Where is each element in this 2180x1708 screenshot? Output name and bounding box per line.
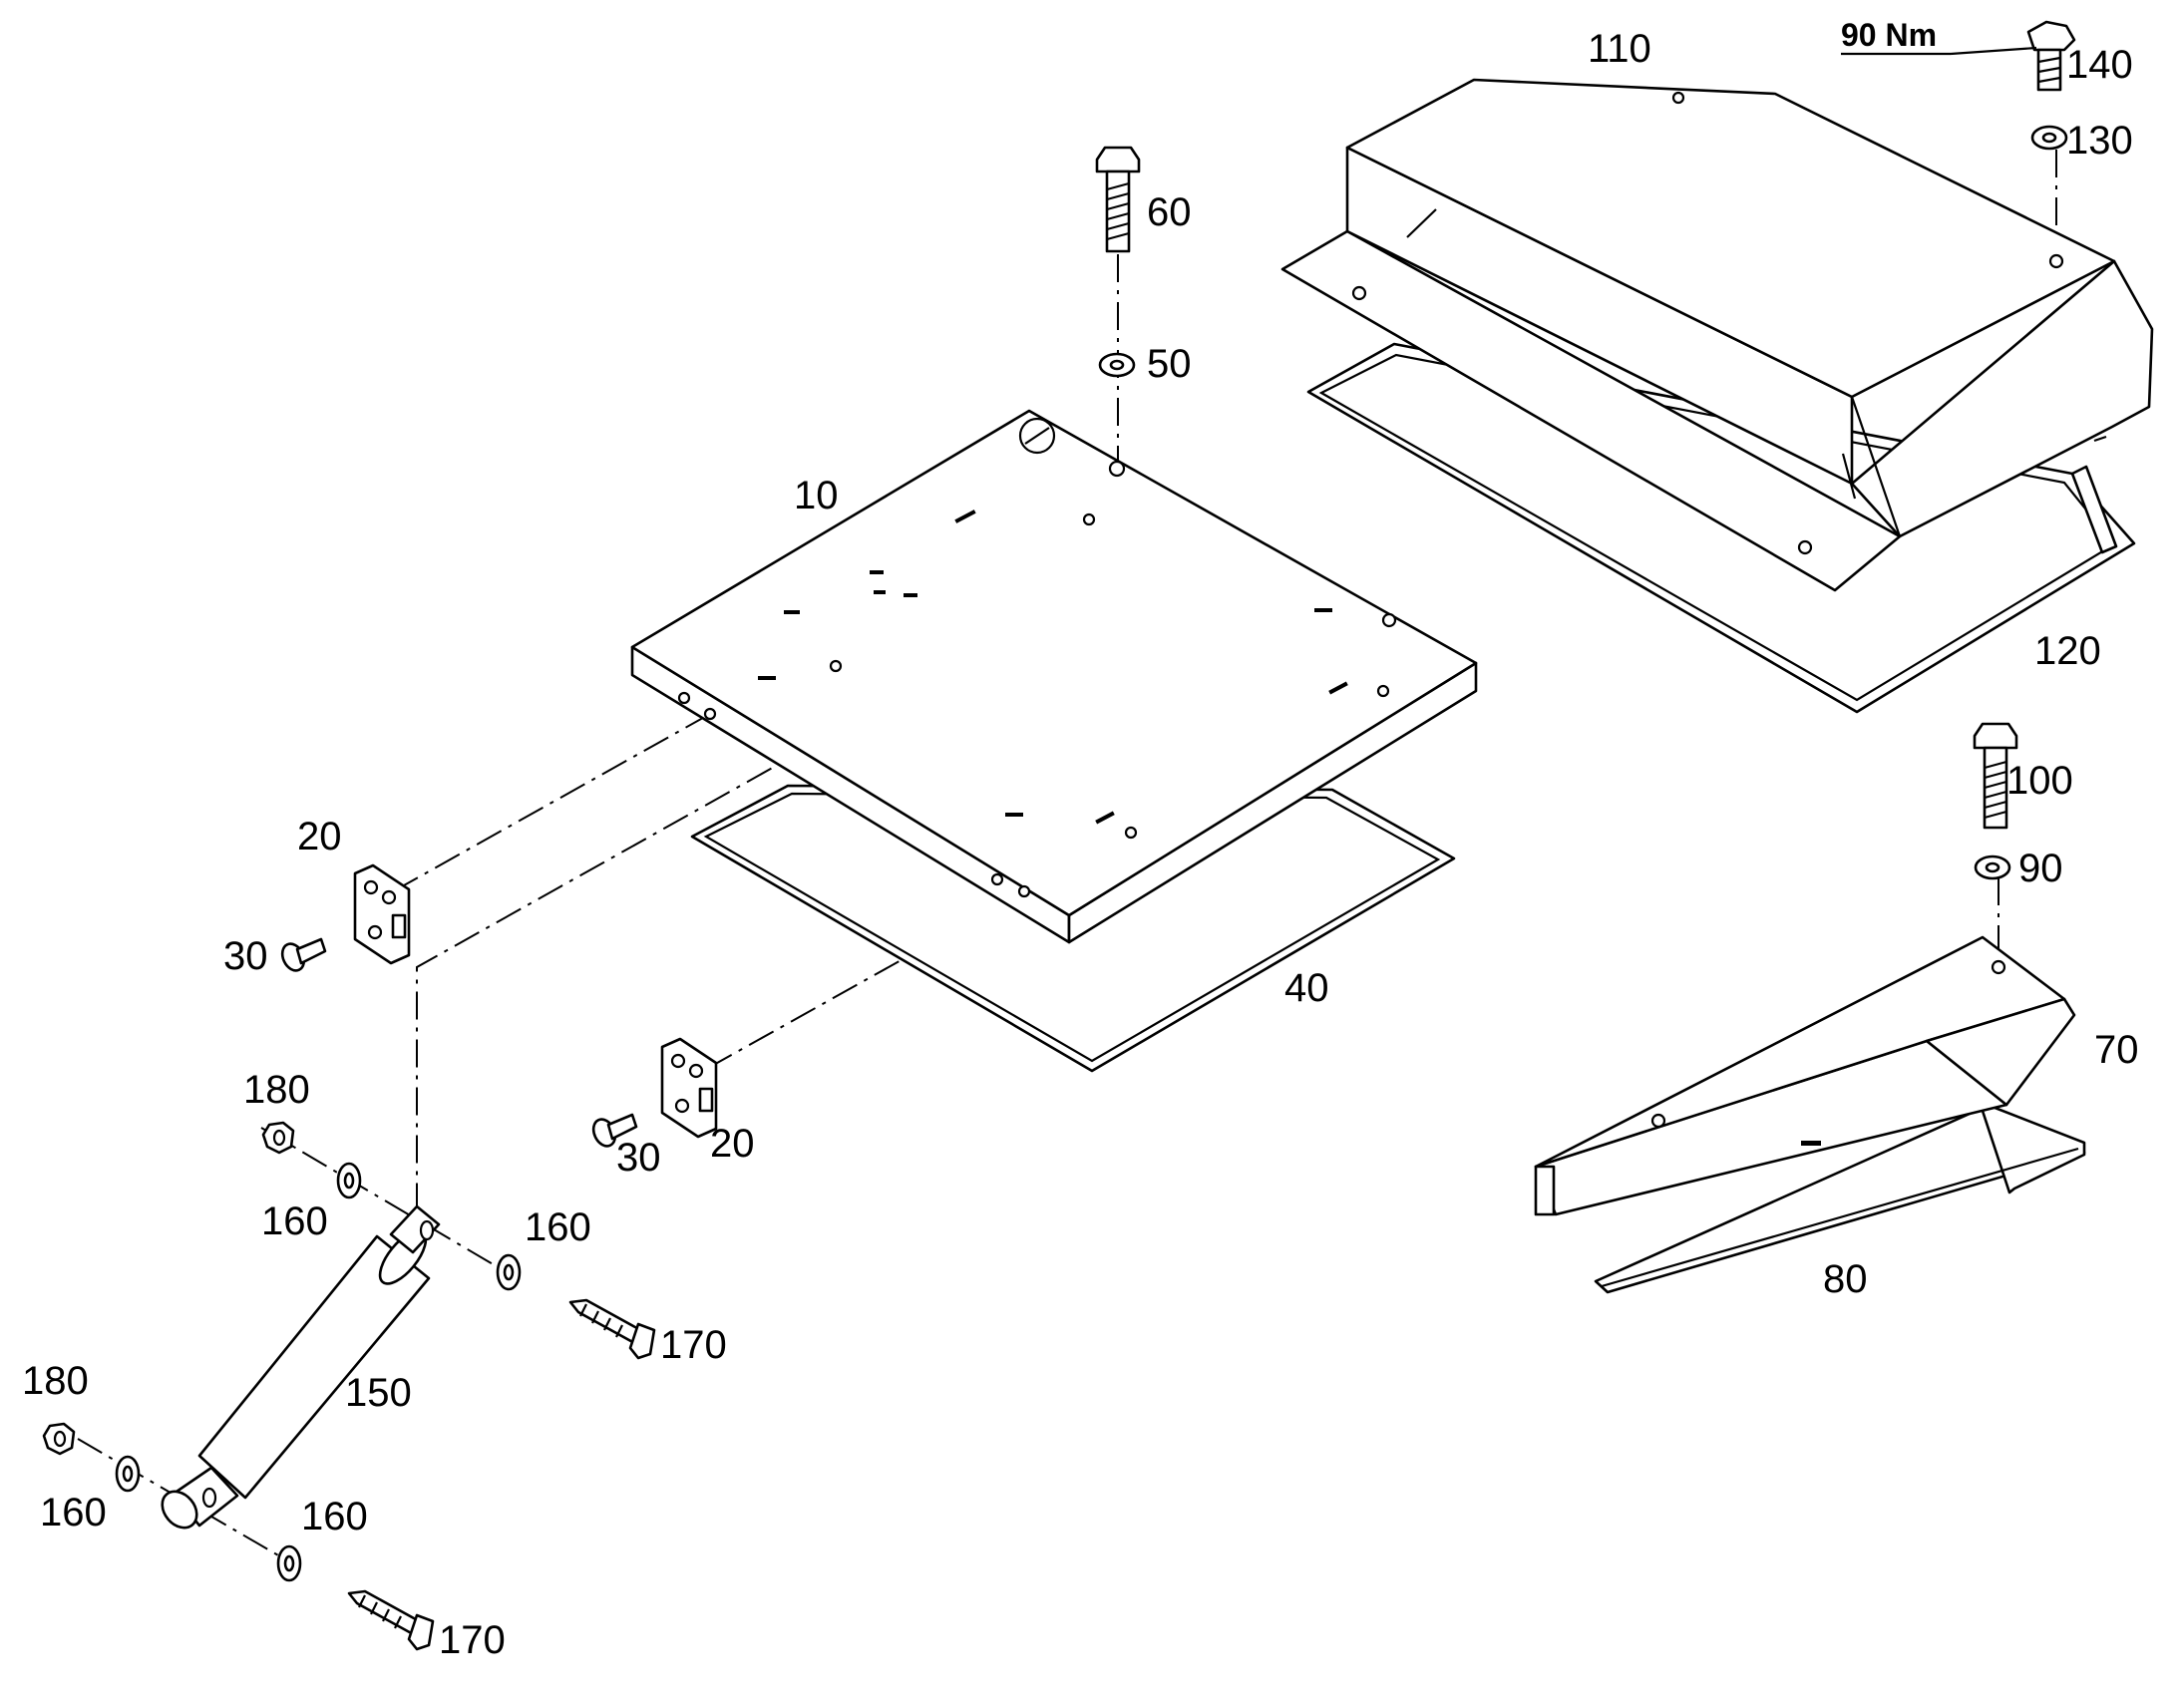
bolt-170-lower [347, 1589, 435, 1651]
label-60: 60 [1147, 190, 1192, 234]
washer-160-c [115, 1455, 141, 1493]
torque-label: 90 Nm [1841, 17, 1937, 53]
hinge-20-upper [353, 863, 411, 965]
label-30-upper: 30 [223, 934, 268, 978]
nut-180-upper [261, 1121, 295, 1155]
torque-note: 90 Nm [1841, 17, 2037, 56]
nut-180-lower [42, 1422, 76, 1456]
bolt-100 [1973, 722, 2018, 830]
base-plate-10 [630, 409, 1478, 944]
label-90: 90 [2018, 847, 2063, 890]
washer-160-a [336, 1162, 362, 1199]
label-80: 80 [1823, 1257, 1868, 1301]
label-160-a: 160 [261, 1199, 328, 1243]
label-150: 150 [345, 1371, 412, 1415]
label-160-b: 160 [525, 1205, 591, 1249]
label-170-upper: 170 [660, 1323, 727, 1367]
washer-160-d [276, 1544, 302, 1582]
bolt-60 [1095, 146, 1141, 253]
washer-160-b [496, 1253, 522, 1291]
washer-50 [1098, 352, 1136, 378]
label-30-lower: 30 [616, 1136, 661, 1180]
label-120: 120 [2034, 629, 2101, 673]
label-160-c: 160 [40, 1491, 107, 1535]
wedge-cover-70 [1534, 935, 2076, 1216]
label-40: 40 [1284, 966, 1329, 1010]
label-110: 110 [1588, 27, 1651, 71]
washer-130 [2030, 125, 2068, 151]
hinge-20-lower [660, 1037, 718, 1139]
washer-90 [1974, 854, 2011, 880]
cover-hood-110 [1280, 78, 2154, 592]
seal-frame-120 [1306, 342, 2136, 714]
part-labels: 60 50 10 110 140 130 120 100 90 70 80 40… [22, 27, 2139, 1662]
label-180-upper: 180 [243, 1068, 310, 1112]
label-20-upper: 20 [297, 815, 342, 858]
label-170-lower: 170 [439, 1618, 506, 1662]
gas-spring-150 [161, 1204, 441, 1530]
label-10: 10 [794, 474, 839, 517]
screw-30-lower [591, 1113, 638, 1148]
label-100: 100 [2006, 759, 2073, 803]
label-130: 130 [2066, 119, 2133, 163]
bolt-140 [2026, 20, 2076, 92]
strip-80 [1594, 1100, 2086, 1294]
label-140: 140 [2066, 43, 2133, 87]
label-20-lower: 20 [710, 1122, 755, 1166]
screw-30-upper [280, 937, 327, 972]
label-180-lower: 180 [22, 1359, 89, 1403]
label-50: 50 [1147, 342, 1192, 386]
label-160-d: 160 [301, 1495, 368, 1538]
label-70: 70 [2094, 1028, 2139, 1072]
bolt-170-upper [568, 1298, 656, 1360]
